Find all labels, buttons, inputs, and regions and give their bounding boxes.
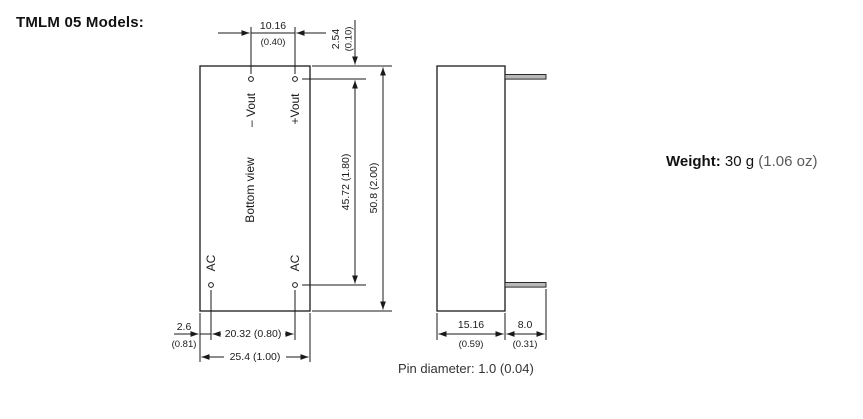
dim-bottom-pitch-label: 20.32 (0.80) — [225, 328, 282, 340]
dim-pin-span-label: 45.72 (1.80) — [340, 154, 352, 211]
dim-case-depth: 15.16 (0.59) — [436, 313, 506, 350]
dim-edge-mm: 2.6 — [177, 321, 192, 333]
dim-edge-in: (0.81) — [172, 339, 197, 350]
dim-inset-in: (0.10) — [344, 27, 355, 52]
dim-case-width-label: 25.4 (1.00) — [230, 351, 281, 363]
page-title: TMLM 05 Models: — [16, 14, 145, 31]
dim-pin-length: 8.0 (0.31) — [506, 289, 547, 350]
dim-pin-inset: 2.54 (0.10) — [330, 20, 358, 65]
dim-case-height-label: 50.8 (2.00) — [368, 163, 380, 214]
pin-neg-vout — [248, 76, 254, 82]
pin-label-pos-vout: +Vout — [288, 93, 302, 125]
side-pin-top — [504, 74, 547, 80]
dim-pin-span: 45.72 (1.80) — [302, 78, 366, 286]
dim-pin-length-in: (0.31) — [513, 339, 538, 350]
dim-bottom-pin-pitch: 20.32 (0.80) — [212, 290, 296, 340]
weight-note: Weight: 30 g (1.06 oz) — [666, 153, 817, 170]
pin-ac-right — [292, 282, 298, 288]
pin-pos-vout — [292, 76, 298, 82]
dim-edge-offset: 2.6 (0.81) — [172, 290, 212, 362]
weight-value: 30 g — [724, 153, 755, 170]
dim-depth-in: (0.59) — [459, 339, 484, 350]
pin-label-ac-left: AC — [204, 254, 218, 271]
bottom-view-label: Bottom view — [243, 157, 257, 223]
dim-inset-mm: 2.54 — [330, 29, 342, 50]
pin-label-neg-vout: – Vout — [244, 92, 258, 127]
dim-case-width: 25.4 (1.00) — [201, 313, 311, 363]
dim-top-pin-pitch: 10.16 (0.40) — [218, 20, 326, 74]
dim-top-pitch-in: (0.40) — [261, 37, 286, 48]
pin-label-ac-right: AC — [288, 254, 302, 271]
dim-depth-mm: 15.16 — [458, 319, 484, 331]
weight-imperial: (1.06 oz) — [758, 153, 818, 170]
dim-pin-length-mm: 8.0 — [518, 319, 533, 331]
pin-diameter-note: Pin diameter: 1.0 (0.04) — [398, 361, 534, 376]
side-view-outline — [436, 65, 506, 312]
weight-label: Weight: — [666, 153, 721, 170]
side-pin-bottom — [504, 282, 547, 288]
dim-case-height: 50.8 (2.00) — [312, 65, 392, 312]
pin-ac-left — [208, 282, 214, 288]
front-view-outline — [199, 65, 311, 312]
dim-top-pitch-mm: 10.16 — [260, 20, 286, 32]
